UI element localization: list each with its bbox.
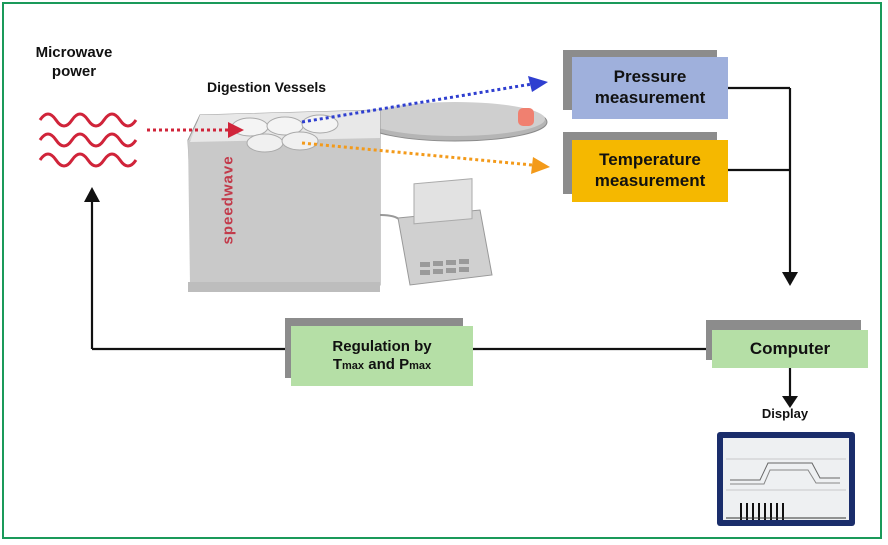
temperature-measurement-box: Temperature measurement: [572, 140, 728, 202]
and-text: and: [364, 356, 400, 373]
device-brand-label: speedwave: [219, 155, 237, 245]
pressure-line2: measurement: [594, 88, 706, 107]
display-label: Display: [761, 406, 809, 421]
regulation-line2: Tmax and Pmax: [333, 356, 431, 374]
connector-lines: [90, 86, 792, 398]
t-symbol: T: [332, 356, 343, 373]
p-subscript: max: [409, 360, 432, 372]
t-subscript: max: [342, 360, 365, 372]
regulation-box: Regulation by Tmax and Pmax: [291, 326, 473, 386]
temperature-line1: Temperature: [599, 150, 701, 170]
pressure-arrow: [301, 82, 533, 124]
computer-box: Computer: [712, 330, 868, 368]
speedwave-device: [187, 102, 548, 292]
microwave-power-label: Microwave power: [35, 44, 113, 80]
pressure-line1: Pressure: [613, 67, 687, 87]
computer-label: Computer: [749, 338, 831, 358]
digestion-vessels-label: Digestion Vessels: [207, 79, 327, 95]
regulation-line1: Regulation by: [332, 337, 432, 355]
pressure-measurement-box: Pressure measurement: [572, 57, 728, 119]
temperature-line2: measurement: [594, 171, 706, 190]
p-symbol: P: [399, 356, 410, 373]
diagram-frame: [2, 2, 882, 539]
temperature-arrow: [301, 141, 533, 167]
display-screen: [717, 432, 855, 526]
microwave-waves-icon: [38, 112, 138, 168]
